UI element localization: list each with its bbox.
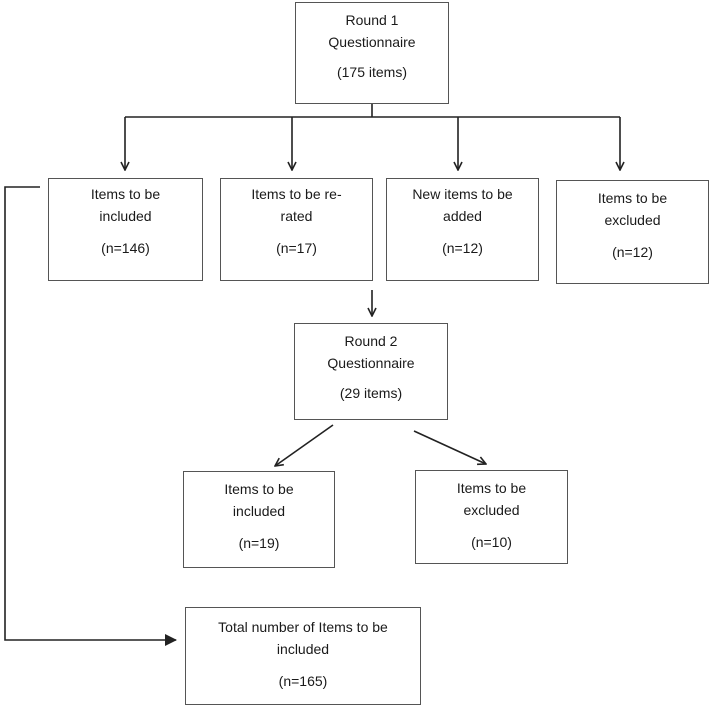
rerated-box: Items to be re- rated (n=17)	[220, 178, 373, 281]
new-items-count: (n=12)	[442, 240, 483, 256]
round2-line1: Round 2	[344, 333, 398, 349]
included2-count: (n=19)	[238, 535, 280, 551]
included2-line1: Items to be	[224, 481, 294, 497]
included2-box: Items to be included (n=19)	[183, 471, 335, 568]
excluded2-line2: excluded	[463, 502, 520, 518]
bracket-included1-to-total	[4, 186, 177, 646]
new-items-box: New items to be added (n=12)	[386, 178, 539, 281]
rerated-line2: rated	[280, 208, 313, 224]
included2-line2: included	[232, 503, 286, 519]
round1-line1: Round 1	[345, 12, 399, 28]
arrow-to-excluded2	[413, 430, 486, 464]
excluded2-count: (n=10)	[471, 534, 512, 550]
included1-line2: included	[99, 208, 152, 224]
round1-box: Round 1 Questionnaire (175 items)	[295, 2, 449, 104]
included1-line1: Items to be	[90, 186, 161, 202]
excluded1-line1: Items to be	[597, 190, 668, 206]
excluded1-count: (n=12)	[612, 244, 653, 260]
rerated-line1: Items to be re-	[251, 186, 342, 202]
excluded2-line1: Items to be	[456, 480, 527, 496]
new-items-line1: New items to be	[412, 186, 513, 202]
arrow-to-included2	[275, 424, 334, 466]
round2-count: (29 items)	[339, 385, 403, 401]
new-items-line2: added	[443, 208, 482, 224]
total-count: (n=165)	[278, 673, 328, 689]
included1-count: (n=146)	[101, 240, 150, 256]
excluded1-box: Items to be excluded (n=12)	[556, 180, 709, 284]
rerated-count: (n=17)	[276, 240, 317, 256]
round2-box: Round 2 Questionnaire (29 items)	[294, 323, 448, 420]
round2-line2: Questionnaire	[327, 355, 415, 371]
excluded2-box: Items to be excluded (n=10)	[415, 470, 568, 564]
round1-count: (175 items)	[336, 64, 408, 80]
round1-line2: Questionnaire	[328, 34, 416, 50]
excluded1-line2: excluded	[604, 212, 661, 228]
total-box: Total number of Items to be included (n=…	[185, 607, 421, 705]
total-line1: Total number of Items to be	[218, 619, 388, 635]
included1-box: Items to be included (n=146)	[48, 178, 203, 281]
total-line2: included	[276, 641, 330, 657]
